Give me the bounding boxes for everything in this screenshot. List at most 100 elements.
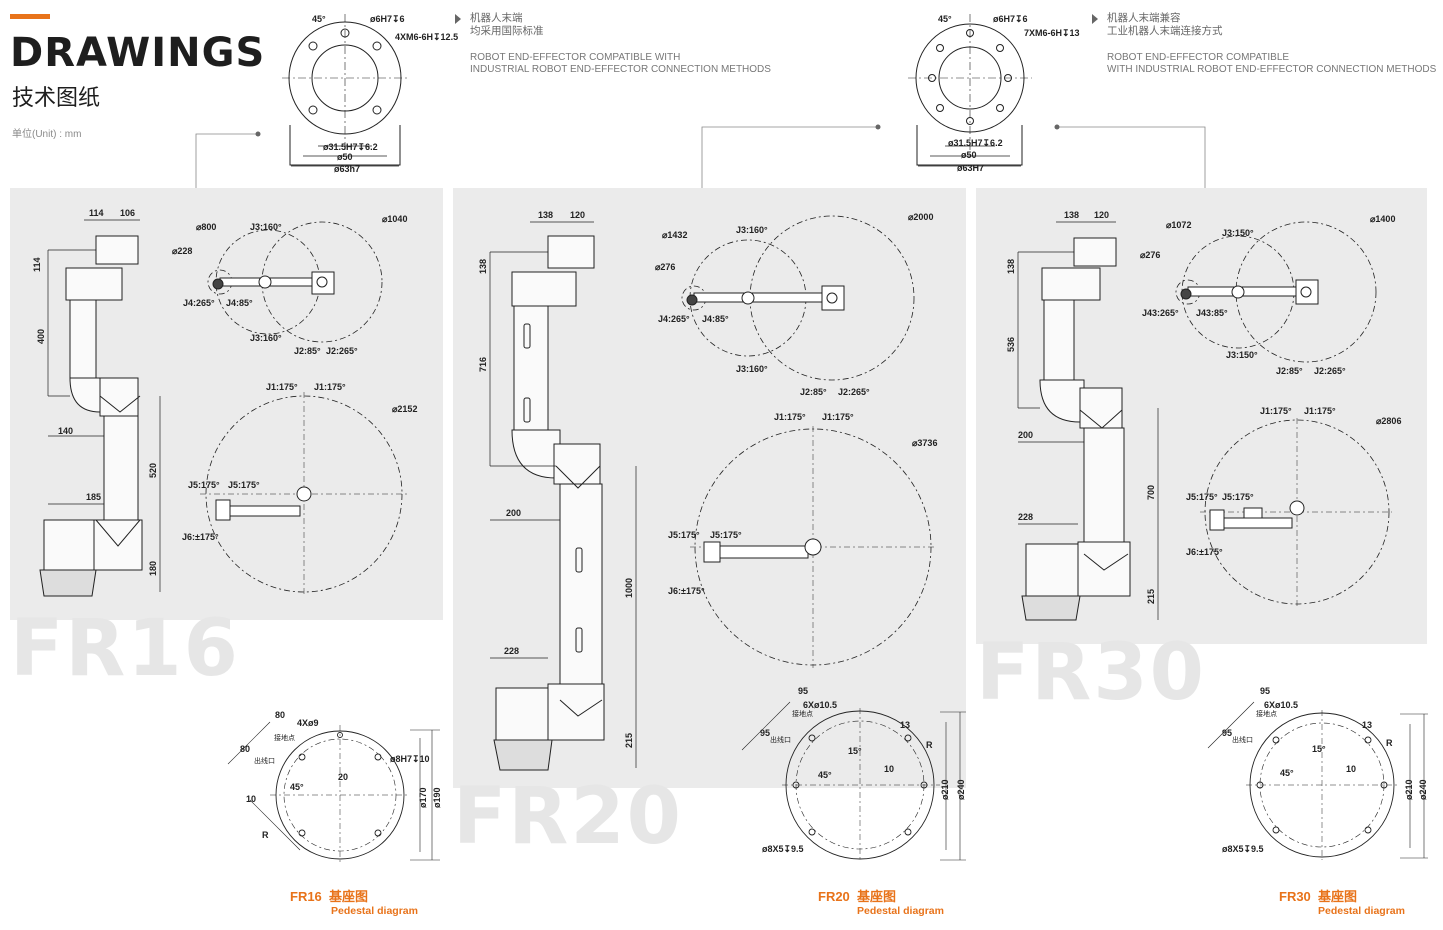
fr30-ped-d: 10 [1346,764,1356,774]
fr16-j4: J4:265° [183,298,215,308]
fr30-arm-base [1209,500,1305,531]
fr30-caption-en: Pedestal diagram [1318,905,1405,917]
flange1-d3: ø63h7 [334,164,360,174]
unit-label: 单位(Unit) : mm [12,129,82,140]
fr30-ped-d2: ø240 [1418,779,1428,800]
fr30-ped-l2: 出线口 [1232,735,1253,744]
fr30-j5b: J5:175° [1222,492,1254,502]
fr16-j6: J6:±175° [182,532,219,542]
fr20-j2b: J2:265° [838,387,870,397]
fr20-watermark: FR20 [453,772,683,862]
fr16-caption-en: Pedestal diagram [331,905,418,917]
leader-lines [195,124,1206,188]
fr20-reach-d: ⌀3736 [912,438,937,448]
fr20-j1b: J1:175° [822,412,854,422]
note-1-en-line2: INDUSTRIAL ROBOT END-EFFECTOR CONNECTION… [470,64,771,75]
fr30-j6: J6:±175° [1186,547,1223,557]
fr30-dim-b: 120 [1094,210,1109,220]
fr16-ped-l1: 接地点 [274,733,295,742]
fr20-ped-r: R [926,740,933,750]
flange1-d1: ø31.5H7↧6.2 [323,142,378,152]
note-1-en-line1: ROBOT END-EFFECTOR COMPATIBLE WITH [470,52,681,63]
fr16-dim-h3: 520 [148,463,158,478]
fr30-ped-c: 13 [1362,720,1372,730]
fr30-ped-ang15: 15° [1312,744,1326,754]
page-subtitle: 技术图纸 [12,86,101,111]
fr20-ped-d: 10 [884,764,894,774]
fr16-d-small: ⌀228 [172,246,192,256]
fr16-arm-base [215,486,312,521]
fr16-dim-h2: 400 [36,329,46,344]
fr16-j3b: J3:160° [250,333,282,343]
flange2-d2: ø50 [961,150,977,160]
flange2-pin: ø6H7↧6 [993,14,1028,24]
fr16-ped-r: R [262,830,269,840]
fr20-j5b: J5:175° [710,530,742,540]
fr20-j4: J4:265° [658,314,690,324]
fr20-d-mid: ⌀1432 [662,230,687,240]
fr30-ped-a: 95 [1260,686,1270,696]
fr30-reach-d: ⌀2806 [1376,416,1401,426]
fr16-pedestal [227,721,440,865]
fr16-caption: FR16 基座图 [290,889,369,904]
fr20-ped-ang: 45° [818,770,832,780]
fr20-arm-top [686,285,845,311]
fr16-j5a: J5:175° [188,480,220,490]
fr30-j1b: J1:175° [1304,406,1336,416]
fr16-d-mid: ⌀800 [196,222,216,232]
fr20-ped-l2: 出线口 [770,735,791,744]
accent-bar [10,14,50,19]
fr16-dim-b: 106 [120,208,135,218]
fr30-dim-h3: 700 [1146,485,1156,500]
fr30-ped-l1: 接地点 [1256,709,1277,718]
fr16-ped-a: 80 [275,710,285,720]
fr20-d-outer: ⌀2000 [908,212,933,222]
fr20-dim-a: 138 [538,210,553,220]
fr30-dim-w2: 228 [1018,512,1033,522]
fr30-dim-a: 138 [1064,210,1079,220]
fr30-dim-h4: 215 [1146,589,1156,604]
fr20-d-small: ⌀276 [655,262,675,272]
fr20-dim-b: 120 [570,210,585,220]
flange1-holes: 4XM6-6H↧12.5 [395,32,458,42]
fr16-d-outer: ⌀1040 [382,214,407,224]
fr16-dim-a: 114 [89,208,104,218]
fr20-ped-d2: ø240 [956,779,966,800]
fr30-j4: J43:265° [1142,308,1179,318]
fr20-j1a: J1:175° [774,412,806,422]
fr20-dim-h4: 215 [624,733,634,748]
fr30-d-mid: ⌀1072 [1166,220,1191,230]
fr16-ped-pin: ø8H7↧10 [390,754,430,764]
fr30-ped-b: 95 [1222,728,1232,738]
fr30-j5a: J5:175° [1186,492,1218,502]
fr30-side-dims [1017,221,1159,620]
fr16-j4b: J4:85° [226,298,253,308]
fr30-pedestal [1207,701,1428,860]
flange1-d2: ø50 [337,152,353,162]
fr30-side-view [1021,237,1131,621]
flange2-d3: ø63H7 [957,163,984,173]
fr16-dim-w2: 185 [86,492,101,502]
fr16-watermark: FR16 [10,604,240,694]
fr16-j2b: J2:265° [326,346,358,356]
flange1-pin: ø6H7↧6 [370,14,405,24]
note-1-cn-line2: 均采用国际标准 [470,25,544,37]
fr20-j4b: J4:85° [702,314,729,324]
fr30-arm-top [1180,279,1319,305]
fr20-ped-holes: 6Xø10.5 [803,700,837,710]
fr16-j5b: J5:175° [228,480,260,490]
fr30-dim-h2: 536 [1006,337,1016,352]
fr20-ped-a: 95 [798,686,808,696]
fr20-ped-c: 13 [900,720,910,730]
fr30-j4b: J43:85° [1196,308,1228,318]
fr30-dim-w1: 200 [1018,430,1033,440]
fr20-pedestal [741,701,966,862]
triangle-icon [455,14,461,24]
fr20-dim-h3: 1000 [624,578,634,598]
fr16-j3a: J3:160° [250,222,282,232]
fr30-d-small: ⌀276 [1140,250,1160,260]
fr16-j2a: J2:85° [294,346,321,356]
fr20-ped-l1: 接地点 [792,709,813,718]
note-2-cn-line1: 机器人末端兼容 [1107,12,1181,24]
